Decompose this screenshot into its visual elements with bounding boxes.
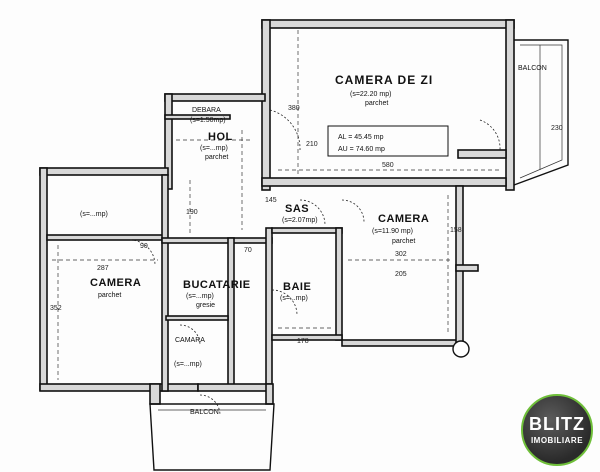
column-circle — [452, 340, 470, 358]
room-bucatarie-name: BUCATARIE — [183, 279, 251, 291]
dimension-lines — [52, 30, 500, 380]
room-camera-de-zi-floor: parchet — [365, 100, 388, 107]
room-camara-name: CAMARA — [175, 337, 205, 344]
room-baie-name: BAIE — [283, 281, 311, 293]
dim-302: 302 — [395, 251, 407, 258]
dim-287: 287 — [97, 265, 109, 272]
dim-70: 70 — [244, 247, 252, 254]
room-camera-de-zi-name: CAMERA DE ZI — [335, 73, 433, 87]
room-camera-left-area: (s=...mp) — [80, 211, 108, 218]
room-bucatarie-floor: gresie — [196, 302, 215, 309]
area-al: AL = 45.45 mp — [338, 134, 384, 141]
room-sas-name: SAS — [285, 203, 309, 215]
dim-205: 205 — [395, 271, 407, 278]
dim-230: 230 — [551, 125, 563, 132]
logo-brand: BLITZ — [529, 414, 585, 434]
room-camera-left-floor: parchet — [98, 292, 121, 299]
room-labels: CAMERA DE ZI (s=22.20 mp) parchet AL = 4… — [80, 65, 547, 416]
door-swings — [129, 109, 501, 416]
room-debara-area: (s=1.50mp) — [190, 117, 226, 124]
room-camera-de-zi-area: (s=22.20 mp) — [350, 91, 391, 98]
dim-158: 158 — [450, 227, 462, 234]
dim-580: 580 — [382, 162, 394, 169]
logo-sub: IMOBILIARE — [530, 436, 584, 445]
room-hol-floor: parchet — [205, 154, 228, 161]
room-hol-area: (s=...mp) — [200, 145, 228, 152]
room-baie-area: (s=...mp) — [280, 295, 308, 302]
room-camera-right-name: CAMERA — [378, 213, 429, 225]
room-hol-name: HOL — [208, 131, 233, 143]
dim-190: 190 — [186, 209, 198, 216]
dimension-labels: 580 380 287 352 302 205 178 158 230 190 … — [50, 105, 563, 345]
room-camera-left-name: CAMERA — [90, 277, 141, 289]
room-camera-right-floor: parchet — [392, 238, 415, 245]
room-camara-area: (s=...mp) — [174, 361, 202, 368]
dim-210: 210 — [306, 141, 318, 148]
blitz-imobiliare-logo: BLITZ IMOBILIARE — [521, 394, 593, 466]
dim-380: 380 — [288, 105, 300, 112]
room-camera-right-area: (s=11.90 mp) — [372, 228, 413, 235]
dim-90: 90 — [140, 243, 148, 250]
dim-178: 178 — [297, 338, 309, 345]
balcon-top-outline — [513, 39, 569, 186]
dim-145: 145 — [265, 197, 277, 204]
dim-352: 352 — [50, 305, 62, 312]
room-balcon-top-name: BALCON — [518, 65, 547, 72]
room-sas-area: (s=2.07mp) — [282, 217, 318, 224]
walls — [39, 19, 515, 405]
room-bucatarie-area: (s=...mp) — [186, 293, 214, 300]
area-box — [327, 125, 449, 157]
room-debara-name: DEBARA — [192, 107, 221, 114]
balcon-bottom-outline — [149, 403, 275, 471]
room-balcon-bottom-name: BALCON — [190, 409, 219, 416]
area-au: AU = 74.60 mp — [338, 146, 385, 153]
